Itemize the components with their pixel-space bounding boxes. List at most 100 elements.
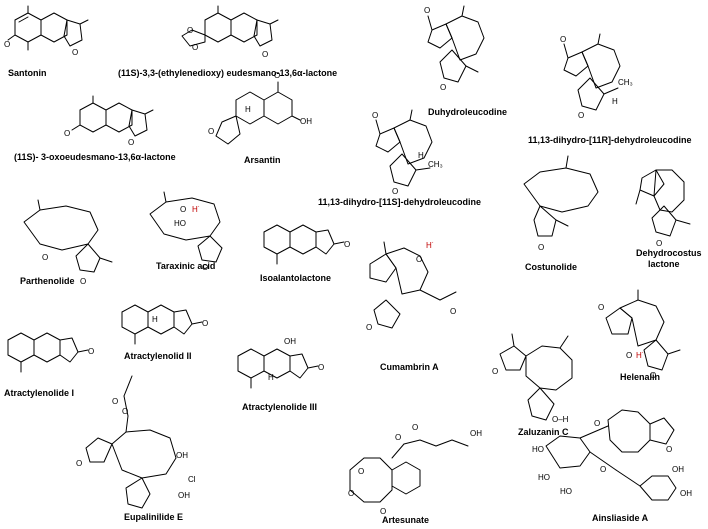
taraxinic-h: H˙ <box>192 205 200 214</box>
cumambrin-o3: O <box>366 323 372 332</box>
cumambrin-h: H˙ <box>426 241 434 250</box>
structure-dehydrocostus-lactone: O <box>635 169 691 248</box>
11s-h: H <box>418 151 424 160</box>
atractylenolide-iii-h: H <box>268 373 274 382</box>
ethylenedioxy-o2: O <box>192 43 198 52</box>
arsantin-o: O <box>274 71 280 80</box>
11s-ch3: CH₃ <box>428 160 443 169</box>
cumambrin-o: O <box>416 255 422 264</box>
ainsliaside-ho3: HO <box>560 487 572 496</box>
artesunate-oh: OH <box>470 429 482 438</box>
11r-h: H <box>612 97 618 106</box>
helenalin-h: H˙ <box>636 351 644 360</box>
taraxinic-o: O <box>180 205 186 214</box>
label-costunolide: Costunolide <box>525 262 577 272</box>
arsantin-h: H <box>245 105 251 114</box>
label-atractylenolide-i: Atractylenolide I <box>4 388 74 398</box>
costunolide-o: O <box>538 243 544 252</box>
ainsliaside-ho2: HO <box>538 473 550 482</box>
parthenolide-o2: O <box>80 277 86 286</box>
atractylenolid-ii-h: H <box>152 315 158 324</box>
label-ethylenedioxy-lactone: (11S)-3,3-(ethylenedioxy) eudesmano-13,6… <box>118 68 337 78</box>
structure-isoalantolactone: O <box>263 224 350 265</box>
label-atractylenolid-ii: Atractylenolid II <box>124 351 192 361</box>
ainsliaside-oh2: OH <box>680 489 692 498</box>
structure-duhydroleucodine: O O <box>424 5 485 92</box>
artesunate-o2: O <box>412 423 418 432</box>
artesunate-o4: O <box>348 489 354 498</box>
helenalin-o2: O <box>626 351 632 360</box>
structure-3-oxoeudesmano-lactone: O O <box>64 95 154 147</box>
arsantin-oh: OH <box>300 117 312 126</box>
zaluzanin-o: O <box>492 367 498 376</box>
eupalinilide-oh: OH <box>176 451 188 460</box>
ethylenedioxy-o3: O <box>262 50 268 59</box>
structure-atractylenolide-i: O <box>7 332 94 373</box>
structure-santonin: O O <box>4 5 89 57</box>
santonin-o: O <box>4 40 10 49</box>
label-isoalantolactone: Isoalantolactone <box>260 273 331 283</box>
label-parthenolide: Parthenolide <box>20 276 75 286</box>
ainsliaside-o1: O <box>594 419 600 428</box>
atractylenolid-ii-o: O <box>202 319 208 328</box>
dehydrocostus-o: O <box>656 239 662 248</box>
zaluzanin-oh: O–H <box>552 415 569 424</box>
structure-atractylenolid-ii: O H <box>121 304 208 345</box>
eupalinilide-cl: Cl <box>188 475 196 484</box>
label-eupalinilide-e: Eupalinilide E <box>124 512 183 522</box>
11r-ch3: CH₃ <box>618 78 633 87</box>
structure-atractylenolide-iii: OH O H <box>237 337 324 389</box>
duhydroleucodine-o2: O <box>440 83 446 92</box>
11s-o2: O <box>392 187 398 196</box>
structure-11s-dehydroleucodine: O CH₃ H O <box>372 109 443 196</box>
3-oxo-o2: O <box>128 138 134 147</box>
structure-cumambrin-a: O H˙ O O <box>366 241 457 332</box>
structure-eupalinilide-e: O O O OH Cl OH <box>76 375 196 509</box>
ainsliaside-o3: O <box>666 445 672 454</box>
label-lactone: lactone <box>648 259 680 269</box>
ethylenedioxy-o1: O <box>187 26 193 35</box>
structure-helenalin: O O H˙ O <box>598 289 681 380</box>
label-3-oxoeudesmano-lactone: (11S)- 3-oxoeudesmano-13,6α-lactone <box>14 152 176 162</box>
duhydroleucodine-o: O <box>424 6 430 15</box>
structure-parthenolide: O O <box>23 199 113 286</box>
label-cumambrin-a: Cumambrin A <box>380 362 439 372</box>
cumambrin-o2: O <box>450 307 456 316</box>
structure-11r-dehydroleucodine: O CH₃ H O <box>560 33 633 120</box>
structure-artesunate: O O OH O O O <box>348 423 482 516</box>
11s-o: O <box>372 111 378 120</box>
taraxinic-o2: O <box>202 263 208 272</box>
artesunate-o5: O <box>380 507 386 516</box>
atractylenolide-iii-o: O <box>318 363 324 372</box>
eupalinilide-o1: O <box>122 407 128 416</box>
label-ainsliaside-a: Ainsliaside A <box>592 513 649 523</box>
isoalantolactone-o: O <box>344 240 350 249</box>
ainsliaside-ho1: HO <box>532 445 544 454</box>
structure-taraxinic-acid: O H˙ HO O <box>149 191 223 272</box>
structure-arsantin: O OH O H <box>208 71 312 145</box>
label-arsantin: Arsantin <box>244 155 281 165</box>
helenalin-o3: O <box>650 371 656 380</box>
structure-zaluzanin-c: O O–H <box>492 333 573 424</box>
label-artesunate: Artesunate <box>382 515 429 525</box>
structure-ainsliaside-a: HO HO HO O O OH OH O <box>532 409 692 501</box>
11r-o: O <box>560 35 566 44</box>
helenalin-o: O <box>598 303 604 312</box>
label-taraxinic-acid: Taraxinic acid <box>156 261 215 271</box>
eupalinilide-oh2: OH <box>178 491 190 500</box>
arsantin-o2: O <box>208 127 214 136</box>
eupalinilide-o3: O <box>76 459 82 468</box>
11r-o2: O <box>578 111 584 120</box>
taraxinic-ho: HO <box>174 219 186 228</box>
label-atractylenolide-iii: Atractylenolide III <box>242 402 317 412</box>
structure-ethylenedioxy-lactone: O O O <box>181 5 279 59</box>
label-helenalin: Helenalin <box>620 372 660 382</box>
label-11r-dehydroleucodine: 11,13-dihydro-[11R]-dehydroleucodine <box>528 135 692 145</box>
label-duhydroleucodine: Duhydroleucodine <box>428 107 507 117</box>
ainsliaside-o2: O <box>600 465 606 474</box>
santonin-o2: O <box>72 48 78 57</box>
parthenolide-o: O <box>42 253 48 262</box>
ainsliaside-oh1: OH <box>672 465 684 474</box>
structure-costunolide: O <box>523 155 599 252</box>
